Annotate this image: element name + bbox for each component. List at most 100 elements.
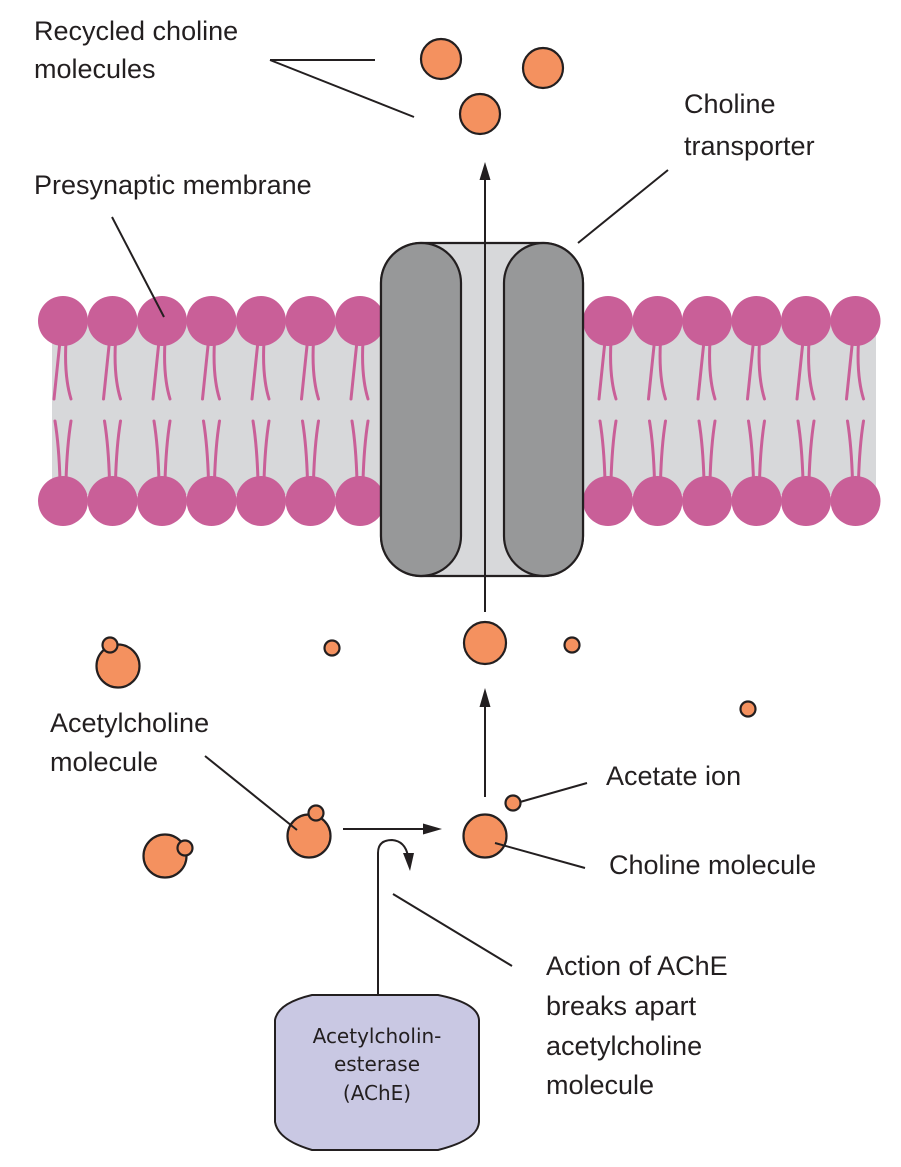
lipid-head (682, 476, 732, 526)
lipid-tail (311, 339, 320, 401)
lipid-head (236, 296, 286, 346)
lipid-tail (697, 419, 706, 483)
acetate-ion (323, 639, 341, 657)
leader-presynaptic-membrane (111, 216, 165, 318)
acetylcholine-molecule (142, 833, 194, 879)
phospholipid-pair (137, 296, 187, 526)
lipid-head (335, 296, 385, 346)
label-ache-action-line2: breaks apart (546, 991, 697, 1021)
lipid-tail (807, 419, 816, 483)
lipid-head (137, 296, 187, 346)
lipid-tail (708, 339, 717, 401)
lipid-tail (163, 419, 172, 483)
label-acetate-ion: Acetate ion (606, 761, 741, 791)
label-acetylcholine-line1: Acetylcholine (50, 708, 209, 738)
label-recycled-choline-line1: Recycled choline (34, 16, 238, 46)
lipid-tail (300, 339, 309, 401)
lipid-tail (757, 339, 766, 401)
lipid-head (137, 476, 187, 526)
lipid-tail (152, 419, 161, 483)
phospholipid-pair (781, 296, 831, 526)
leader-acetylcholine (204, 755, 298, 831)
lipid-head (583, 476, 633, 526)
lipid-tail (301, 419, 309, 483)
lipid-tail (648, 419, 656, 483)
lipid-tail (758, 419, 766, 483)
lipid-head (830, 296, 881, 346)
recycled-choline-molecule (419, 37, 463, 81)
choline-transporter (379, 241, 585, 578)
membrane-core-left (52, 320, 382, 495)
lipid-tail (807, 339, 816, 401)
lipid-tail (52, 339, 62, 401)
ache-label-line1: Acetylcholin- (313, 1024, 442, 1048)
choline-molecule (462, 620, 508, 666)
lipid-tail (163, 339, 172, 401)
phospholipid-pair (38, 296, 88, 526)
lipid-tail (846, 419, 854, 483)
lipid-head (285, 296, 336, 346)
lipid-tail (113, 339, 122, 401)
phospholipid-pair (731, 296, 782, 526)
recycled-choline-molecule (458, 92, 502, 136)
choline-molecule (462, 813, 508, 859)
lipid-tail (201, 339, 210, 401)
phospholipid-pair (583, 296, 633, 526)
label-ache-action-line4: molecule (546, 1070, 654, 1100)
lipid-head (87, 296, 138, 346)
lipid-tail (696, 339, 706, 401)
phospholipid-pair (236, 296, 286, 526)
phospholipid-pair (335, 296, 385, 526)
lipid-tail (747, 419, 755, 483)
lipid-tail (361, 419, 370, 483)
ache-label-line2: esterase (334, 1052, 420, 1076)
acetate-ion (739, 700, 757, 718)
phospholipid-pair (186, 296, 237, 526)
ache-enzyme-body (274, 994, 480, 1151)
label-ache-action-line3: acetylcholine (546, 1031, 702, 1061)
lipid-tail (856, 339, 865, 401)
lipid-head (236, 476, 286, 526)
lipid-tail (213, 419, 221, 483)
lipid-head (38, 476, 88, 526)
lipid-tail (64, 419, 73, 483)
lipid-tail (597, 339, 607, 401)
phospholipid-pair (830, 296, 881, 526)
phospholipid-pair (87, 296, 138, 526)
lipid-head (583, 296, 633, 346)
phospholipid-pair (632, 296, 683, 526)
ache-label-line3: (AChE) (343, 1081, 411, 1105)
label-choline-transporter-line1: Choline (684, 89, 776, 119)
lipid-tail (151, 339, 161, 401)
lipid-tail (609, 339, 618, 401)
lipid-head (632, 476, 683, 526)
lipid-tail (349, 339, 359, 401)
lipid-tail (202, 419, 210, 483)
lipid-tail (53, 419, 62, 483)
lipid-head (38, 296, 88, 346)
lipid-head (186, 476, 237, 526)
lipid-tail (598, 419, 607, 483)
hydrolysis-arrow (343, 823, 442, 835)
labels: Recycled choline molecules Presynaptic m… (34, 16, 816, 1100)
transporter-left-subunit (379, 241, 463, 578)
lipid-tail (102, 339, 111, 401)
lipid-tail (647, 339, 656, 401)
lipid-tail (103, 419, 111, 483)
lipid-tail (659, 419, 667, 483)
lipid-head (87, 476, 138, 526)
acetylcholine-molecule (95, 636, 141, 689)
lipid-bilayer (38, 296, 881, 526)
leader-choline-transporter (577, 169, 669, 244)
phospholipid-pair (682, 296, 732, 526)
label-choline-transporter-line2: transporter (684, 131, 815, 161)
lipid-head (830, 476, 881, 526)
choline-uptake-arrow (479, 688, 491, 797)
acetate-ion (504, 794, 522, 812)
transporter-right-subunit (502, 241, 585, 578)
recycled-choline-molecule (521, 46, 565, 90)
lipid-tail (658, 339, 667, 401)
leader-acetate-ion (519, 782, 588, 803)
label-presynaptic-membrane: Presynaptic membrane (34, 170, 312, 200)
